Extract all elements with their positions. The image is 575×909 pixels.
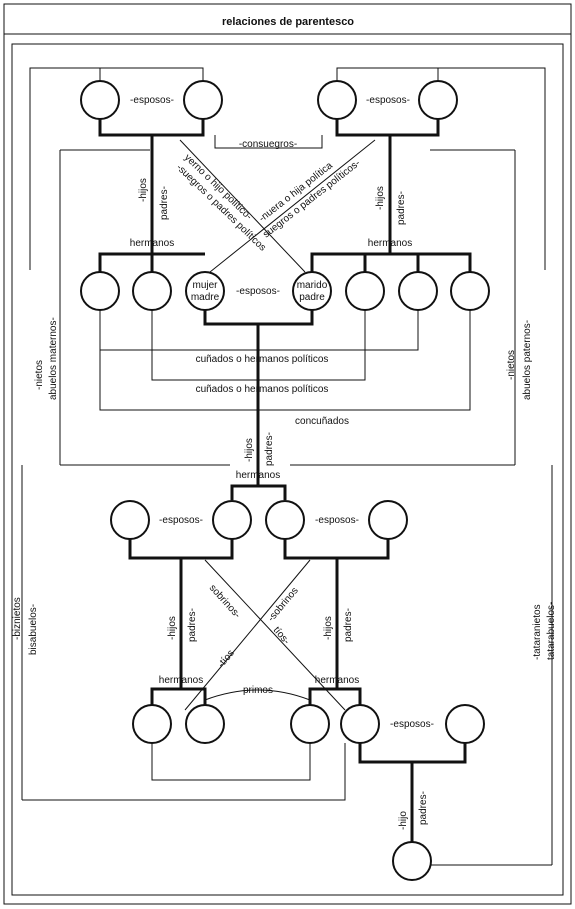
uncle-circle <box>80 271 120 311</box>
esposos-label: -esposos- <box>390 719 434 730</box>
hijos-label: -hijos <box>323 616 334 640</box>
couple-bar <box>128 539 234 560</box>
uncle-circle <box>450 271 490 311</box>
grandparent-circle <box>418 80 458 120</box>
cunados-label-2: cuñados o hermanos políticos <box>196 384 329 395</box>
esposos-label: -esposos- <box>130 95 174 106</box>
sibling-circle <box>265 500 305 540</box>
hermanos-label: hermanos <box>315 675 359 686</box>
uncle-circle <box>345 271 385 311</box>
concunados-line <box>99 310 471 411</box>
consuegros-label: -consuegros- <box>239 139 297 150</box>
couple-bar <box>98 119 205 137</box>
outer-frame <box>3 3 572 905</box>
esposos-label: -esposos- <box>366 95 410 106</box>
hermanos-label: hermanos <box>368 238 412 249</box>
tatarabuelos-label: tatarabuelos- <box>546 602 557 660</box>
concunados-label: concuñados <box>295 416 349 427</box>
mujer-label: mujer <box>192 280 218 291</box>
top-left-link <box>29 67 100 270</box>
couple-bar <box>335 119 440 137</box>
mother-circle <box>185 271 225 311</box>
grandparent-circle <box>183 80 223 120</box>
madre-label: madre <box>191 292 220 303</box>
abuelos-paternos-label: abuelos paternos- <box>522 320 533 400</box>
hijo-label: -hijo <box>398 811 409 830</box>
hijos-label: -hijos <box>167 616 178 640</box>
couple-bar <box>283 539 390 560</box>
child-circle <box>290 704 330 744</box>
child-circle <box>132 704 172 744</box>
siblings-bar <box>308 687 362 705</box>
spouse-circle <box>445 704 485 744</box>
marido-label: marido <box>297 280 328 291</box>
couple-bar <box>358 743 467 764</box>
child-circle <box>185 704 225 744</box>
inner-frame <box>11 43 564 896</box>
nuera-diagonal <box>209 139 376 273</box>
primos-arc <box>204 689 311 701</box>
suegros-label-2: suegros o padres políticos- <box>261 158 362 241</box>
hijos-label: -hijos <box>375 186 386 210</box>
suegros-label-1: -suegros o padres políticos <box>174 162 268 253</box>
father-circle <box>292 271 332 311</box>
padres-label: padres- <box>187 608 198 642</box>
sobrinos-diagonal <box>204 559 346 711</box>
siblings-bar-left <box>98 252 205 272</box>
siblings-bar-center <box>230 484 287 500</box>
padres-label: padres- <box>264 432 275 466</box>
uncle-circle <box>132 271 172 311</box>
esposos-label: -esposos- <box>315 515 359 526</box>
tataranietos-label: -tataranietos <box>532 604 543 660</box>
tios-diagonal <box>184 559 311 711</box>
grandparents-left: -esposos- <box>80 80 223 137</box>
biznietos-link <box>22 743 346 801</box>
top-connector <box>336 67 439 81</box>
siblings-bar-right <box>310 252 472 272</box>
padre-label: padre <box>299 292 325 303</box>
child-circle <box>340 704 380 744</box>
tios-label-2: tíos- <box>271 625 292 647</box>
nietos-label-left: -nietos <box>34 360 45 390</box>
sibling-circle <box>212 500 252 540</box>
abuelos-maternos-label: abuelos maternos- <box>48 317 59 400</box>
uncle-circle <box>398 271 438 311</box>
cousins-link <box>151 743 311 781</box>
diagram-title: relaciones de parentesco <box>222 16 354 28</box>
hermanos-label: hermanos <box>236 470 280 481</box>
hijos-label: -hijos <box>244 438 255 462</box>
sobrinos-label-1: sobrinos- <box>207 583 243 621</box>
esposos-label: -esposos- <box>159 515 203 526</box>
spouse-circle <box>368 500 408 540</box>
parents-couple-bar <box>203 310 314 326</box>
hijos-label: -hijos <box>138 178 149 202</box>
yerno-diagonal <box>179 139 306 273</box>
grandparent-circle <box>80 80 120 120</box>
padres-label: padres- <box>418 791 429 825</box>
sobrinos-label-2: -sobrinos <box>266 585 301 624</box>
nietos-label-right: -nietos <box>506 350 517 380</box>
bisabuelos-label: bisabuelos- <box>28 604 39 655</box>
biznietos-label: -biznietos <box>12 597 23 640</box>
grandparent-circle <box>317 80 357 120</box>
esposos-label: -esposos- <box>236 286 280 297</box>
hermanos-label: hermanos <box>130 238 174 249</box>
grandparents-right: -esposos- <box>317 80 458 137</box>
spouse-circle <box>110 500 150 540</box>
consuegros-line <box>214 135 323 149</box>
top-right-link <box>438 67 546 270</box>
cunados-label-1: cuñados o hermanos políticos <box>196 354 329 365</box>
top-connector <box>99 67 204 81</box>
padres-label: padres- <box>396 191 407 225</box>
hermanos-label: hermanos <box>159 675 203 686</box>
padres-label: padres- <box>343 608 354 642</box>
padres-label: padres- <box>159 186 170 220</box>
grandchild-circle <box>392 841 432 881</box>
siblings-bar <box>150 687 207 705</box>
primos-label: primos <box>243 685 273 696</box>
